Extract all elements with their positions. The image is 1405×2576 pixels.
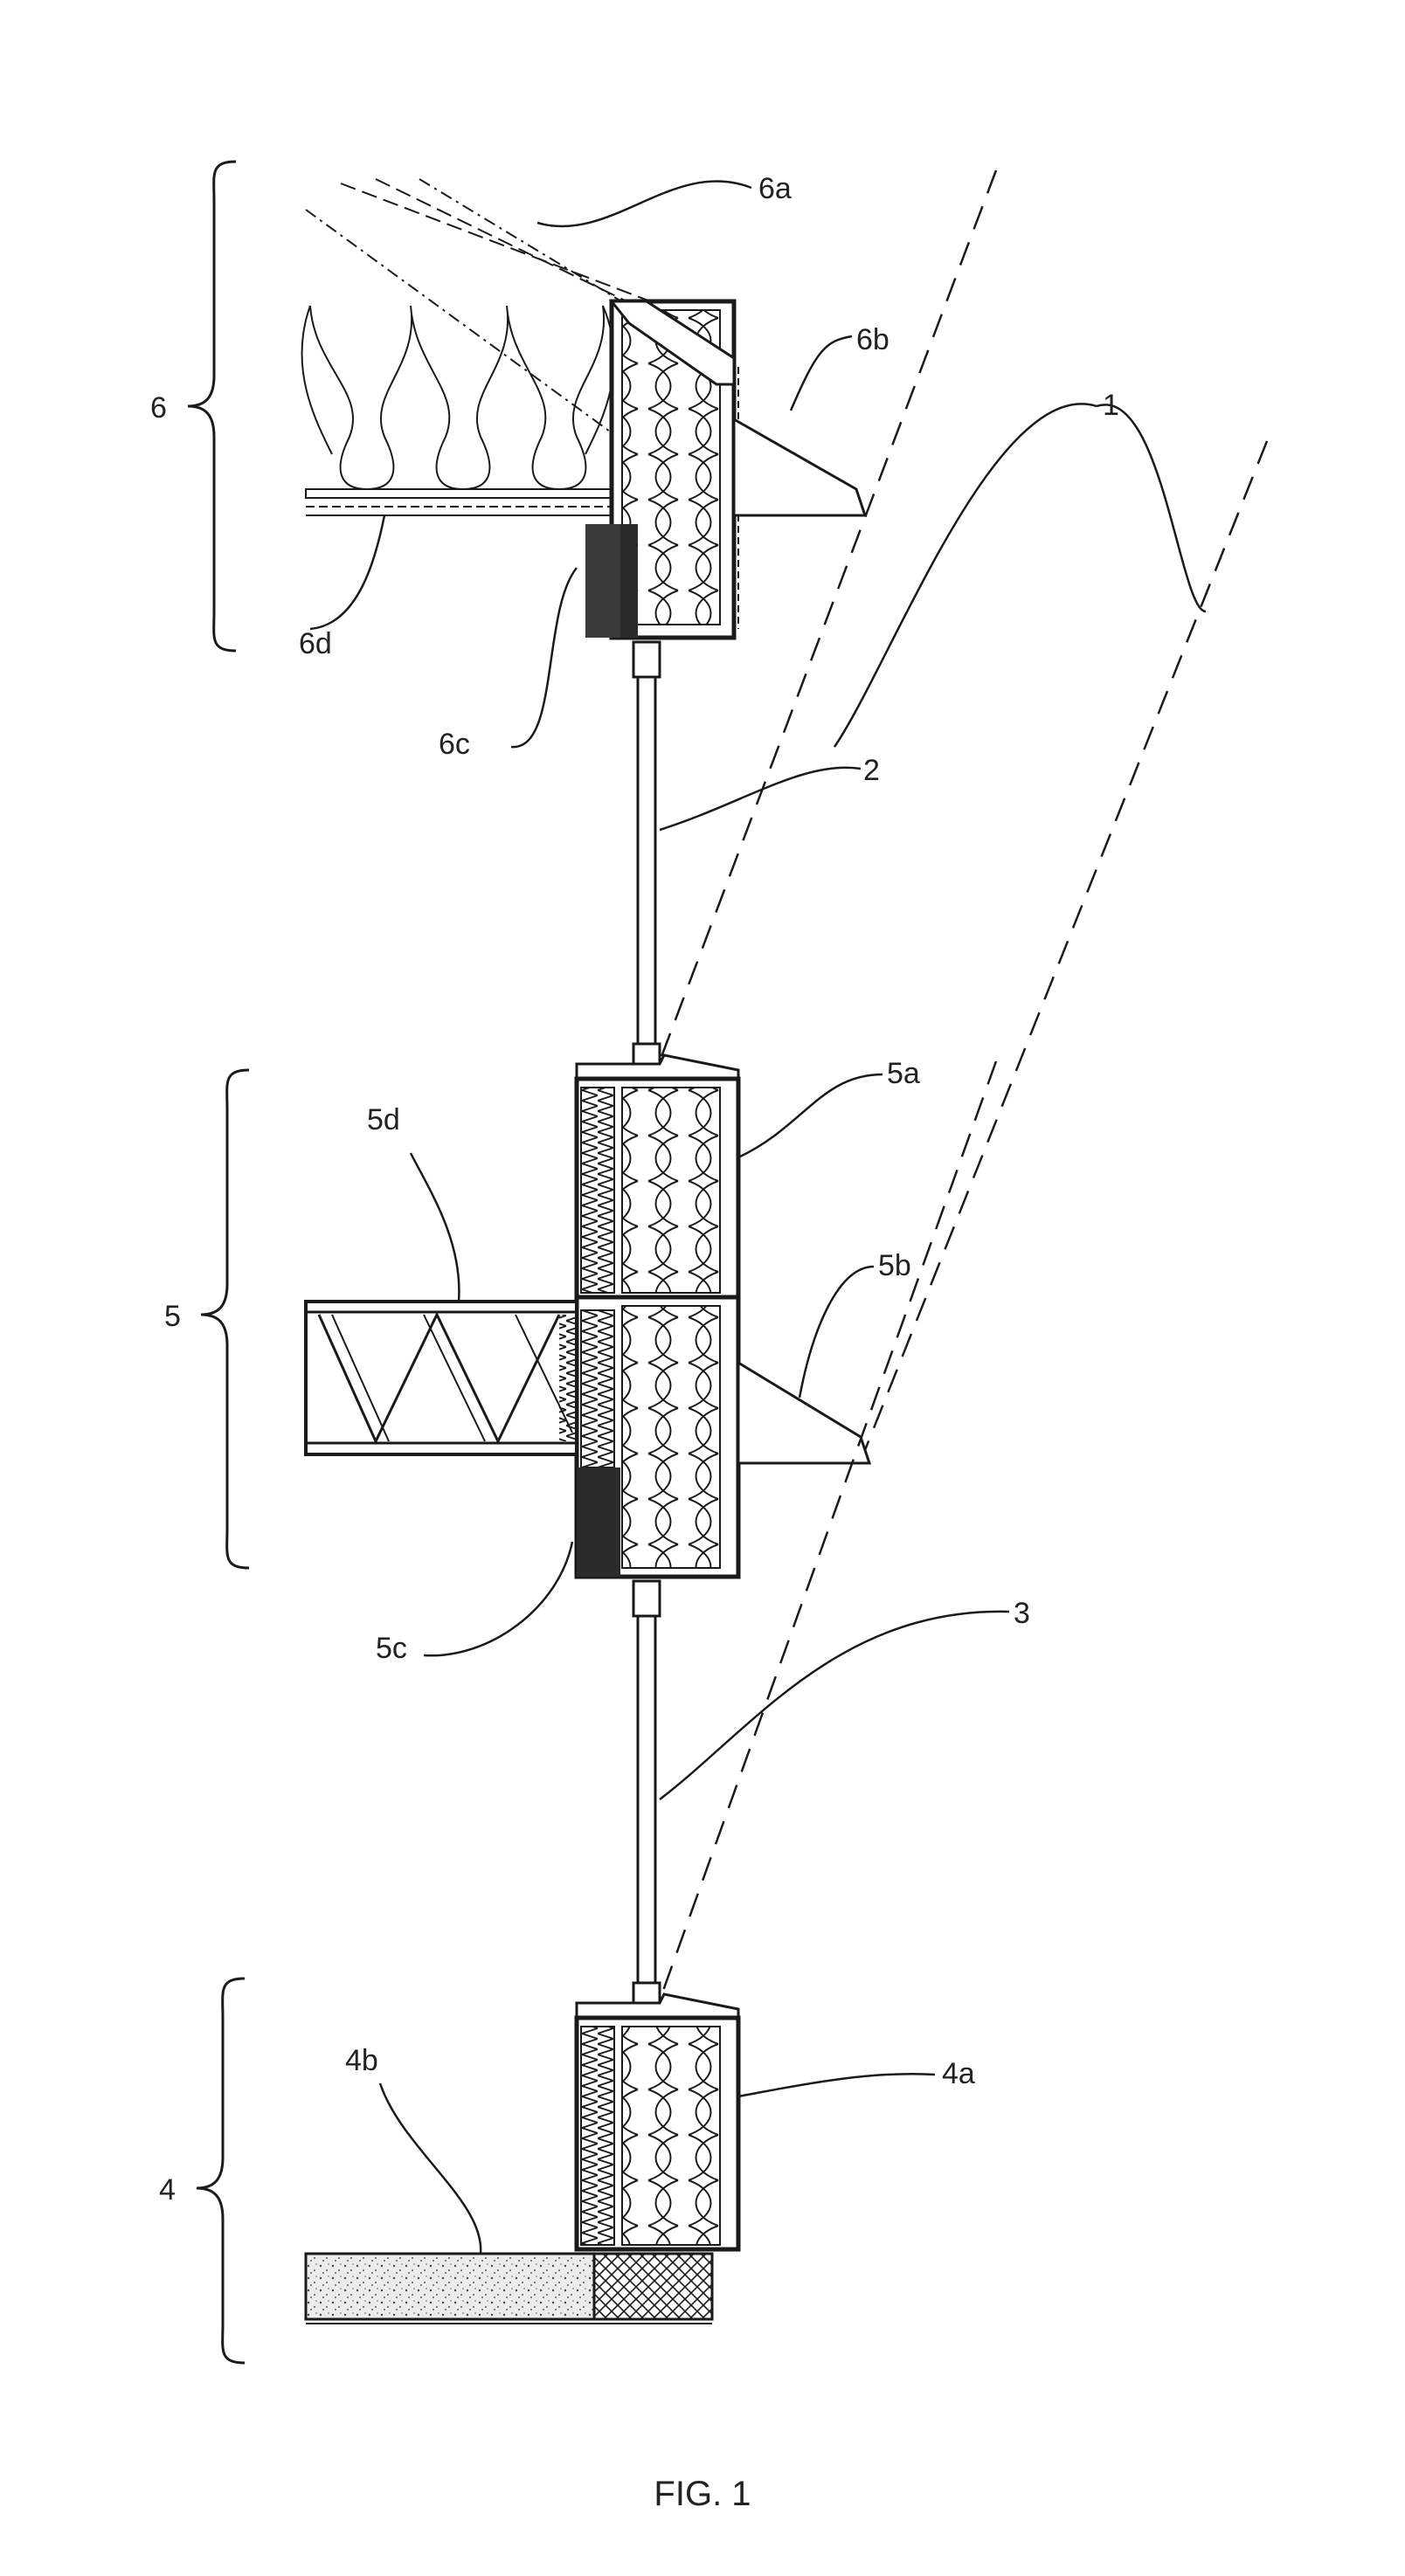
label-6c: 6c	[439, 728, 470, 761]
label-5c: 5c	[376, 1632, 407, 1665]
brace-5	[201, 1070, 249, 1568]
attic-insulation	[301, 306, 625, 496]
slab-4b	[306, 2254, 594, 2319]
footing	[594, 2254, 712, 2319]
brace-4	[197, 1979, 245, 2363]
shade-6b	[734, 419, 865, 515]
label-6a: 6a	[758, 172, 792, 205]
label-6b: 6b	[856, 323, 889, 356]
label-5b: 5b	[878, 1249, 911, 1282]
label-4: 4	[159, 2173, 176, 2207]
label-5a: 5a	[887, 1057, 920, 1090]
label-3: 3	[1014, 1597, 1030, 1630]
label-6: 6	[150, 391, 167, 425]
dark-block-5c	[577, 1468, 620, 1577]
label-5d: 5d	[367, 1103, 400, 1136]
label-1: 1	[1103, 389, 1119, 422]
label-4b: 4b	[345, 2044, 378, 2077]
sight-line-outer	[865, 441, 1267, 1450]
label-4a: 4a	[942, 2057, 975, 2090]
label-6d: 6d	[299, 627, 332, 660]
label-5: 5	[164, 1300, 181, 1333]
window-2	[633, 642, 660, 1079]
brace-6	[188, 162, 236, 651]
floor-truss-5d	[306, 1302, 578, 1454]
label-2: 2	[863, 754, 880, 787]
figure-caption: FIG. 1	[654, 2475, 751, 2513]
roof-assembly-6	[301, 179, 865, 638]
